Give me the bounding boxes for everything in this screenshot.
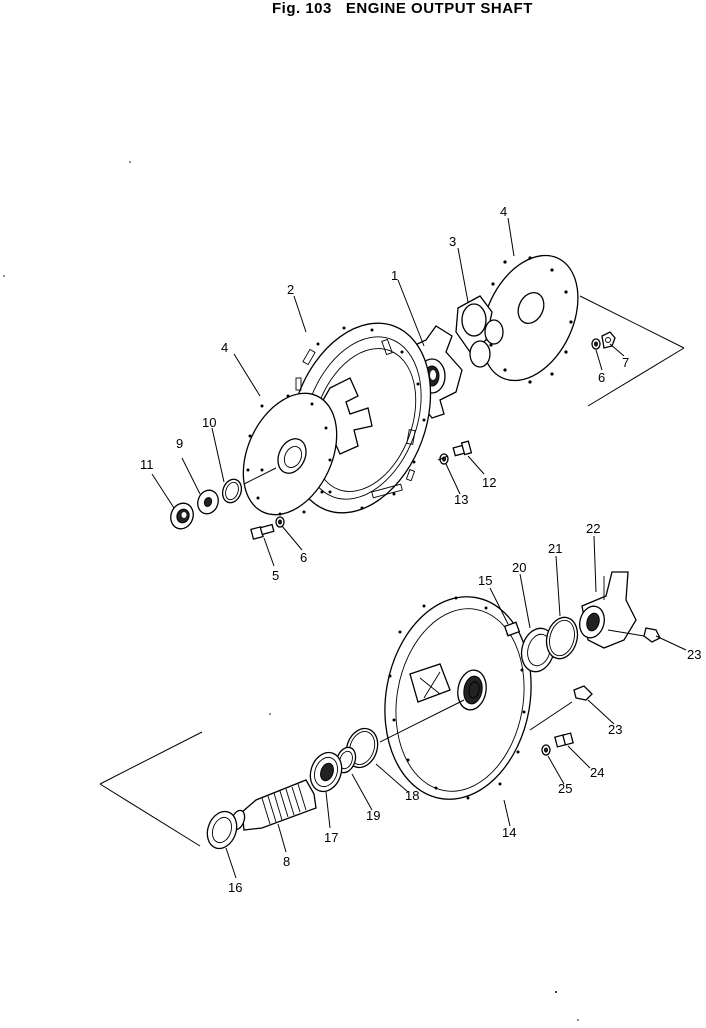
part-8-splined-shaft — [230, 779, 317, 831]
callout-6-lower: 6 — [300, 550, 307, 565]
part-15-plug — [503, 621, 521, 637]
figure-number: Fig. 103 — [272, 0, 332, 17]
part-25-washer — [541, 744, 551, 756]
part-17-bearing — [309, 751, 343, 793]
callout-25: 25 — [558, 781, 572, 796]
callout-3: 3 — [449, 234, 456, 249]
callout-16: 16 — [228, 880, 242, 895]
part-23-grease-fitting-housing — [573, 685, 593, 701]
part-23-grease-fitting-right — [643, 627, 661, 643]
part-6-washer-upper — [591, 338, 601, 350]
callout-7: 7 — [622, 355, 629, 370]
callout-8: 8 — [283, 854, 290, 869]
callout-12: 12 — [482, 475, 496, 490]
callout-6-upper: 6 — [598, 370, 605, 385]
upper-assembly-guide-lines — [243, 295, 685, 485]
part-9-spacer — [197, 489, 219, 515]
figure-title: Fig. 103 ENGINE OUTPUT SHAFT — [272, 0, 547, 17]
part-4-disc-plate-left — [242, 392, 338, 516]
part-24-bolt — [554, 732, 574, 748]
callout-9: 9 — [176, 436, 183, 451]
callout-4-right: 4 — [500, 204, 507, 219]
callout-23-housing: 23 — [608, 722, 622, 737]
callout-labels: 1 2 3 4 4 5 6 6 7 8 9 10 11 12 13 14 15 … — [140, 204, 701, 895]
figure-caption: ENGINE OUTPUT SHAFT — [345, 0, 533, 17]
part-14-output-housing — [384, 596, 532, 800]
part-4-disc-plate-right — [481, 254, 579, 384]
part-11-bearing — [170, 502, 194, 530]
callout-2: 2 — [287, 282, 294, 297]
callout-14: 14 — [502, 825, 516, 840]
part-6-washer-lower — [275, 516, 285, 528]
callout-24: 24 — [590, 765, 604, 780]
part-7-nut — [601, 331, 616, 349]
callout-15: 15 — [478, 573, 492, 588]
callout-22: 22 — [586, 521, 600, 536]
callout-10: 10 — [202, 415, 216, 430]
part-10-snap-ring — [221, 478, 243, 504]
callout-18: 18 — [405, 788, 419, 803]
callout-11: 11 — [140, 457, 154, 472]
callout-4-left: 4 — [221, 340, 228, 355]
part-3-spider-coupling — [455, 295, 504, 368]
part-21-o-ring — [545, 616, 579, 660]
callout-1: 1 — [391, 268, 398, 283]
part-12-bolt — [452, 440, 473, 457]
callout-20: 20 — [512, 560, 526, 575]
part-16-oil-seal — [206, 810, 238, 850]
lower-assembly-guide-lines — [99, 629, 645, 847]
callout-17: 17 — [324, 830, 338, 845]
callout-13: 13 — [454, 492, 468, 507]
callout-21: 21 — [548, 541, 562, 556]
callout-5: 5 — [272, 568, 279, 583]
part-5-bolt — [250, 523, 275, 540]
callout-23-right: 23 — [687, 647, 701, 662]
scan-specks — [3, 161, 579, 1021]
leader-lines — [151, 217, 687, 879]
part-22-flange-yoke — [579, 571, 637, 649]
callout-19: 19 — [366, 808, 380, 823]
